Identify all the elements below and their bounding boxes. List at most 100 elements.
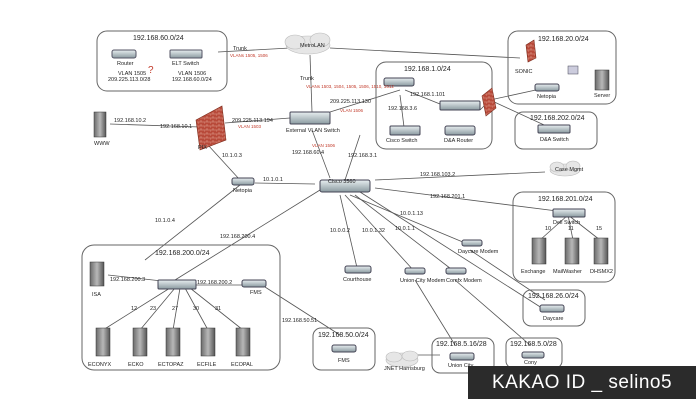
switch-icon [461,239,483,247]
device-label: Dell Switch [553,220,580,226]
device-label: JNET Harrisburg [384,366,425,372]
device-label: Case Mgmt [555,167,584,173]
subnet-label: 192.168.26.0/24 [528,293,579,300]
device-label: Router [117,61,134,67]
subnet-label: 192.168.5.16/28 [436,341,487,348]
subnet-label: 192.168.202.0/24 [530,115,585,122]
device-label: Cisco Switch [386,138,417,144]
subnet-boxes [81,30,617,374]
ip-label: 192.168.1.101 [410,92,445,98]
pc-icon [567,65,579,75]
device-label: Daycare Modem [458,249,499,255]
switch-icon [169,49,203,59]
subnet-titles: 192.168.60.0/24 192.168.20.0/24 192.168.… [133,35,593,348]
vlan-annotation: VLAN 1506 [312,143,336,148]
firewall-icon [195,105,227,151]
device-label: VLAN 1506 [178,71,206,77]
switch-icon [439,100,481,111]
server-icon [89,261,105,287]
firewall-icon [481,87,497,117]
device-label: Cony [524,360,537,366]
switch-icon [539,304,565,313]
vlan-annotation: VLANs 1503, 1504, 1505, 1506, 1510, 1512 [306,84,394,89]
device-label: ECFILE [197,362,217,368]
ip-label: 10.1.0.1 [263,177,283,183]
ip-label: 192.168.200.3 [110,277,145,283]
server-icon [165,327,181,357]
ip-label: 209.225.113.194 [232,118,273,124]
ip-label: 10.1.0.4 [155,218,175,224]
ip-label: 10.0.1.32 [362,228,385,234]
metrolan-label: MetroLAN [300,43,325,49]
port-label: 15 [596,226,602,232]
switch-icon [344,265,372,274]
server-icon [564,237,580,265]
device-label: Server [594,93,610,99]
device-label: VLAN 1505 [118,71,146,77]
subnet-label: 192.168.60.0/24 [133,35,184,42]
switch-icon [389,125,421,136]
device-label: ECONYX [88,362,112,368]
switch-icon [331,344,357,353]
vlan-annotation: VLAN 1506 [340,108,364,113]
ip-label: 192.168.201.1 [430,194,465,200]
server-icon [132,327,148,357]
switch-icon [241,279,267,288]
ip-label: 192.168.10.1 [160,124,192,130]
switch-icon [319,179,371,193]
device-label: 192.168.60.0/24 [172,77,212,83]
device-label: Union City [448,363,474,369]
device-label: Courthouse [343,277,371,283]
subnet-label: 192.168.201.0/24 [538,196,593,203]
device-label: PIX [198,145,207,151]
device-label: Exchange [521,269,545,275]
server-icon [594,69,610,91]
switch-icon [552,208,586,218]
vlan-annotation: VLANs 1505, 1506 [230,53,268,58]
cloud-icon [284,32,331,55]
device-label: ISA [92,292,101,298]
device-label: ECOPAL [231,362,253,368]
server-icon [235,327,251,357]
switch-icon [445,267,467,275]
firewall-icon [525,39,537,63]
device-label: WWW [94,141,110,147]
device-label: Comfx Modem [446,278,482,284]
ip-label: 192.168.200.2 [197,280,232,286]
ip-label: 10.0.1.1 [395,226,415,232]
switch-icon [449,352,475,361]
switch-icon [534,83,560,92]
device-label: ECKO [128,362,144,368]
device-label: Netopia [537,94,557,100]
ip-label: 192.168.3.1 [348,153,377,159]
device-label: FMS [338,358,350,364]
port-label: 31 [215,306,221,312]
port-label: 11 [568,226,574,232]
device-label: Union City Modem [400,278,446,284]
device-label: ECTOPAZ [158,362,184,368]
switch-icon [404,267,426,275]
subnet-label: 192.168.5.0/28 [510,341,557,348]
device-label: SONIC [515,69,532,75]
ip-label: 192.168.3.6 [388,106,417,112]
server-icon [93,111,107,138]
subnet-label: 192.168.50.0/24 [318,332,369,339]
port-label: 27 [172,306,178,312]
server-icon [593,237,609,265]
subnet-label: 192.168.1.0/24 [404,66,451,73]
ip-label: 209.225.113.130 [330,99,371,105]
switch-icon [521,351,545,359]
ip-label: 10.1.0.3 [222,153,242,159]
server-icon [200,327,216,357]
switch-icon [537,124,571,134]
cloud-icon [385,350,419,368]
switch-icon [231,177,255,186]
ip-label: 10.0.1.13 [400,211,423,217]
switch-icon [111,49,137,59]
switch-icon [289,111,331,125]
device-label: FMS [250,290,262,296]
server-icon [95,327,111,357]
ip-label: 10.0.0.2 [330,228,350,234]
port-label: 30 [193,306,199,312]
